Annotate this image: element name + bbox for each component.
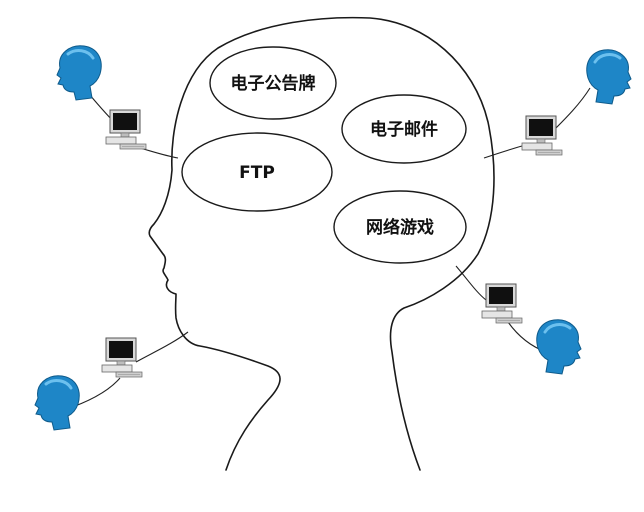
bubble-label-games: 网络游戏: [366, 217, 434, 238]
user-head-icon: [585, 48, 633, 106]
bubble-label-bbs: 电子公告牌: [231, 73, 316, 94]
computer-icon: [105, 109, 147, 150]
user-head-icon: [55, 44, 103, 102]
wire-topright-user: [553, 87, 591, 131]
bubble-games: [333, 190, 467, 264]
bubble-bbs: [209, 46, 337, 120]
computer-icon: [521, 115, 563, 156]
wire-right-head: [455, 265, 487, 301]
user-head-icon: [33, 374, 81, 432]
computer-icon: [101, 337, 143, 378]
user-head-icon: [535, 318, 583, 376]
bubble-email: [341, 94, 467, 164]
bubble-label-ftp: FTP: [239, 163, 275, 183]
bubble-label-email: 电子邮件: [370, 119, 438, 140]
wire-bottomleft-head: [135, 331, 189, 363]
bubble-ftp: [181, 132, 333, 212]
head-outline: [148, 16, 495, 471]
wire-topright-head: [483, 145, 523, 159]
computer-icon: [481, 283, 523, 324]
